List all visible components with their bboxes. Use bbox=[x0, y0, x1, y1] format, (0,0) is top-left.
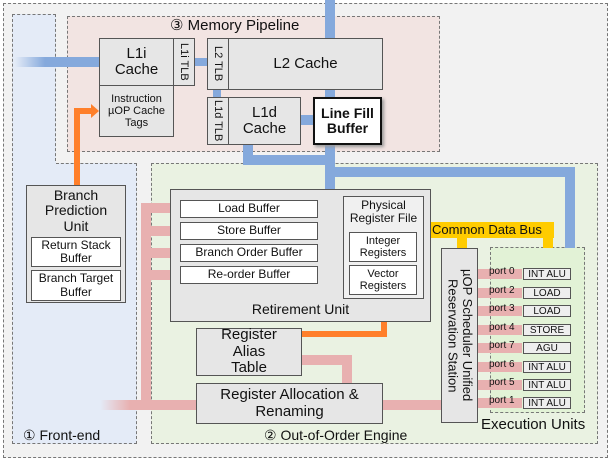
execution-unit: LOAD bbox=[523, 287, 571, 299]
execution-unit: AGU bbox=[523, 342, 571, 354]
branch-order-buffer: Branch Order Buffer bbox=[180, 244, 318, 262]
register-allocation-renaming: Register Allocation & Renaming bbox=[196, 383, 383, 424]
l1d-tlb: L1d TLB bbox=[207, 97, 229, 145]
bpu-label: Branch Prediction Unit bbox=[44, 187, 108, 234]
port-label: port 5 bbox=[489, 377, 515, 388]
reorder-buffer: Re-order Buffer bbox=[180, 266, 318, 284]
port-label: port 0 bbox=[489, 266, 515, 277]
port-label: port 3 bbox=[489, 303, 515, 314]
branch-target-buffer: Branch Target Buffer bbox=[31, 270, 121, 301]
port-label: port 2 bbox=[489, 285, 515, 296]
port-label: port 7 bbox=[489, 340, 515, 351]
ooo-label: ② Out-of-Order Engine bbox=[264, 427, 408, 443]
front-end-label: ① Front-end bbox=[23, 427, 101, 443]
uop-cache-tags: Instruction µOP Cache Tags bbox=[99, 85, 174, 137]
execution-unit: LOAD bbox=[523, 305, 571, 317]
retirement-unit-label: Retirement Unit bbox=[251, 300, 350, 317]
common-data-bus-lines bbox=[430, 222, 554, 248]
load-buffer: Load Buffer bbox=[180, 200, 318, 218]
register-alias-table: Register Alias Table bbox=[196, 327, 302, 376]
port-label: port 4 bbox=[489, 322, 515, 333]
execution-unit: INT ALU bbox=[523, 397, 571, 409]
port-label: port 1 bbox=[489, 395, 515, 406]
execution-unit: INT ALU bbox=[523, 379, 571, 391]
prf-label: Physical Register File bbox=[349, 198, 418, 226]
l2-cache: L2 Cache bbox=[228, 38, 383, 90]
return-stack-buffer: Return Stack Buffer bbox=[31, 237, 121, 267]
execution-unit: INT ALU bbox=[523, 361, 571, 373]
execution-unit: INT ALU bbox=[523, 268, 571, 280]
store-buffer: Store Buffer bbox=[180, 222, 318, 240]
l2-tlb: L2 TLB bbox=[207, 38, 229, 90]
vector-registers: Vector Registers bbox=[349, 265, 417, 295]
uop-scheduler: µOP Scheduler Unified Reservation Statio… bbox=[441, 248, 478, 423]
memory-pipeline-label: ③ Memory Pipeline bbox=[170, 17, 300, 34]
l1d-cache: L1d Cache bbox=[228, 97, 301, 145]
execution-unit: STORE bbox=[523, 324, 571, 336]
execution-units-label: Execution Units bbox=[481, 416, 586, 433]
arrowhead-icon bbox=[91, 104, 99, 118]
common-data-bus-label: Common Data Bus bbox=[432, 222, 542, 237]
line-fill-buffer: Line Fill Buffer bbox=[313, 97, 382, 145]
port-label: port 6 bbox=[489, 359, 515, 370]
l1i-cache: L1i Cache bbox=[99, 38, 174, 86]
integer-registers: Integer Registers bbox=[349, 232, 417, 262]
port-lines bbox=[477, 269, 522, 408]
l1i-tlb: L1i TLB bbox=[173, 38, 195, 86]
